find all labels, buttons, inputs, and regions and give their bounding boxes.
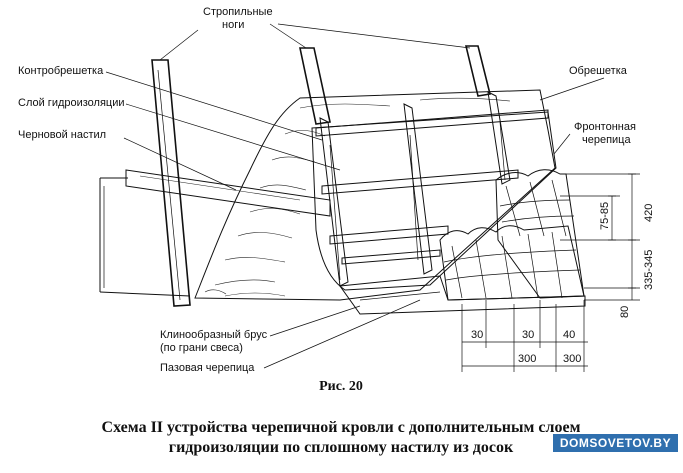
dim-75-85: 75-85 bbox=[599, 202, 611, 230]
wedge-bar-label-line1: Клинообразный брус bbox=[160, 329, 268, 341]
counter-batten-label: Контробрешетка bbox=[18, 65, 104, 77]
site-watermark: DOMSOVETOV.BY bbox=[553, 434, 678, 452]
label-wedge-bar: Клинообразный брус (по грани свеса) bbox=[160, 329, 268, 354]
leader-lines bbox=[105, 23, 605, 369]
rough-deck-label: Черновой настил bbox=[18, 129, 106, 141]
dim-300-b: 300 bbox=[563, 353, 581, 365]
batten-label: Обрешетка bbox=[569, 65, 628, 77]
rough-deck bbox=[194, 89, 556, 301]
groove-tile-label: Пазовая черепица bbox=[160, 362, 255, 374]
caption-line2: гидроизоляции по сплошному настилу из до… bbox=[169, 439, 514, 456]
battens bbox=[315, 109, 549, 265]
dim-335-345: 335-345 bbox=[643, 250, 655, 290]
wedge-bar bbox=[339, 275, 586, 315]
gable-tiles bbox=[495, 169, 585, 299]
horizontal-dimensions bbox=[461, 300, 588, 372]
label-gable-tile: Фронтонная черепица bbox=[574, 121, 636, 146]
rafters bbox=[151, 45, 491, 307]
groove-tiles bbox=[439, 225, 585, 301]
dim-40: 40 bbox=[563, 329, 575, 341]
counter-battens bbox=[319, 91, 511, 287]
rafters-label-line2: ноги bbox=[222, 19, 244, 31]
label-rafters: Стропильные ноги bbox=[203, 6, 273, 31]
caption-line1: Схема II устройства черепичной кровли с … bbox=[102, 419, 581, 436]
dim-30-a: 30 bbox=[471, 329, 483, 341]
eave-wall bbox=[99, 177, 191, 297]
waterproofing-label: Слой гидроизоляции bbox=[18, 97, 125, 109]
gable-tile-label-line1: Фронтонная bbox=[574, 121, 636, 133]
wedge-bar-label-line2: (по грани свеса) bbox=[160, 342, 243, 354]
wall-plate bbox=[125, 169, 331, 217]
figure-number: Рис. 20 bbox=[319, 379, 363, 394]
gable-tile-label-line2: черепица bbox=[582, 134, 631, 146]
vertical-dimensions bbox=[560, 173, 640, 301]
dim-30-b: 30 bbox=[522, 329, 534, 341]
dim-300-a: 300 bbox=[518, 353, 536, 365]
dim-80: 80 bbox=[619, 306, 631, 318]
dim-420: 420 bbox=[643, 204, 655, 222]
rafters-label-line1: Стропильные bbox=[203, 6, 273, 18]
